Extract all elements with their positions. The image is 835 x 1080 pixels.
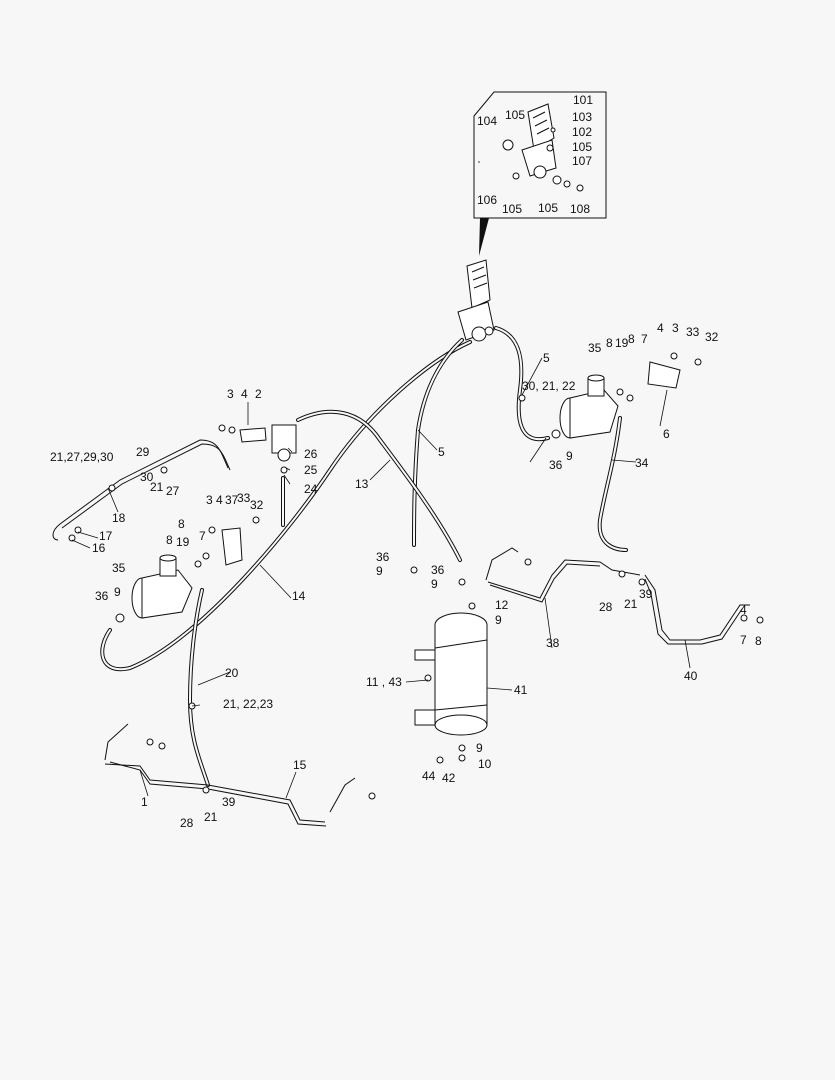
fittings	[68, 352, 764, 800]
brake-chamber-right	[559, 361, 681, 439]
callout: 12	[495, 598, 509, 612]
callout: 42	[442, 771, 456, 785]
callout: 38	[546, 636, 560, 650]
callout: 29	[136, 445, 150, 459]
callout: 4	[216, 493, 223, 507]
callout: 17	[99, 529, 113, 543]
air-reservoir-tank	[414, 612, 488, 736]
callout: 33	[686, 325, 700, 339]
callout: 44	[422, 769, 436, 783]
callout: 36	[549, 458, 563, 472]
callout: 39	[639, 587, 653, 601]
callout: 34	[635, 456, 649, 470]
callout-108: 108	[570, 202, 590, 216]
callout: 19	[176, 535, 190, 549]
callout: 18	[112, 511, 126, 525]
callout: 7	[740, 633, 747, 647]
brake-pedal-assembly	[457, 259, 495, 342]
callout-102: 102	[572, 125, 592, 139]
callout-103: 103	[572, 110, 592, 124]
brake-chamber-left	[131, 527, 243, 619]
callout: 9	[376, 564, 383, 578]
callout: 26	[304, 447, 318, 461]
callout: 13	[355, 477, 369, 491]
air-hoses	[100, 326, 628, 787]
callout-107: 107	[572, 154, 592, 168]
callout: 3	[206, 493, 213, 507]
part-callouts: 3 4 2 26 25 24 21,27,29,30 29 30 21 27 1…	[50, 321, 762, 830]
inset-callouts: 101 105 104 103 102 105 107 106 105 105 …	[477, 93, 593, 216]
callout: 21,27,29,30	[50, 450, 114, 464]
callout-104: 104	[477, 114, 497, 128]
callout: 21	[150, 480, 164, 494]
callout: 19	[615, 336, 629, 350]
callout: 8	[755, 634, 762, 648]
callout: 9	[566, 449, 573, 463]
callout: 25	[304, 463, 318, 477]
callout: 28	[599, 600, 613, 614]
callout: 10	[478, 757, 492, 771]
callout: 33	[237, 491, 251, 505]
callout: 5	[438, 445, 445, 459]
callout: 35	[112, 561, 126, 575]
callout: 35	[588, 341, 602, 355]
callout-101: 101	[573, 93, 593, 107]
callout: 7	[199, 529, 206, 543]
callout-105a: 105	[505, 108, 525, 122]
callout-105c: 105	[502, 202, 522, 216]
callout: 9	[476, 741, 483, 755]
callout: 21, 22,23	[223, 697, 273, 711]
callout-106: 106	[477, 193, 497, 207]
callout: 9	[495, 613, 502, 627]
callout: 5	[543, 351, 550, 365]
leader-lines	[71, 161, 691, 799]
callout: 9	[114, 585, 121, 599]
callout: 2	[255, 387, 262, 401]
callout: 30	[140, 470, 154, 484]
callout: 3	[672, 321, 679, 335]
callout: 1	[141, 795, 148, 809]
callout: 8	[178, 517, 185, 531]
callout: 20	[225, 666, 239, 680]
callout: 14	[292, 589, 306, 603]
relay-valve	[239, 424, 297, 474]
callout: 30, 21, 22	[522, 379, 576, 393]
callout: 36	[431, 563, 445, 577]
callout: 21	[624, 597, 638, 611]
callout: 39	[222, 795, 236, 809]
callout: 8	[628, 332, 635, 346]
callout: 32	[250, 498, 264, 512]
callout: 36	[95, 589, 109, 603]
callout: 4	[241, 387, 248, 401]
callout: 15	[293, 758, 307, 772]
callout: 40	[684, 669, 698, 683]
callout: 3	[227, 387, 234, 401]
callout: 8	[606, 336, 613, 350]
callout: 7	[641, 332, 648, 346]
callout: 41	[514, 683, 528, 697]
callout: 11 , 43	[366, 675, 402, 689]
callout-105d: 105	[538, 201, 558, 215]
callout: 32	[705, 330, 719, 344]
callout: 28	[180, 816, 194, 830]
callout: 24	[304, 482, 318, 496]
callout: 16	[92, 541, 106, 555]
pedal-detail-inset	[473, 91, 607, 256]
callout: 37	[225, 493, 239, 507]
callout: 4	[657, 321, 664, 335]
callout-105b: 105	[572, 140, 592, 154]
callout: 27	[166, 484, 180, 498]
callout: 8	[166, 533, 173, 547]
callout: 36	[376, 550, 390, 564]
callout: 4	[740, 603, 747, 617]
callout: 6	[663, 427, 670, 441]
callout: 9	[431, 577, 438, 591]
callout: 21	[204, 810, 218, 824]
